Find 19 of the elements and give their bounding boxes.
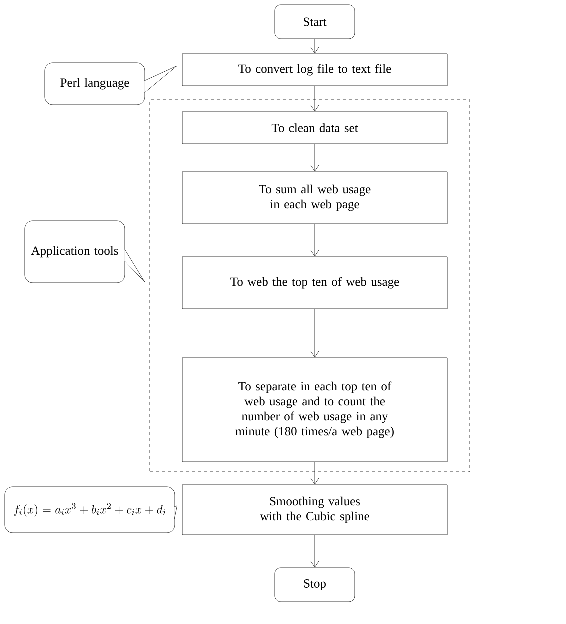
process-box: To convert log file to text file	[182, 54, 448, 86]
callout-tail	[174, 506, 178, 520]
process-box: To web the top ten of web usage	[182, 256, 448, 310]
arrow	[310, 535, 320, 568]
callout-tail	[144, 66, 178, 94]
arrow	[310, 309, 320, 358]
process-box: Smoothing values with the Cubic spline	[182, 484, 448, 536]
process-box: To clean data set	[182, 112, 448, 144]
arrow	[310, 144, 320, 172]
callout-bubble: $f_i(x) = a_i x^3 + b_i x^2 + c_i x + d_i$	[4, 486, 176, 534]
process-box: To sum all web usage in each web page	[182, 172, 448, 224]
callout-tail	[124, 248, 145, 282]
arrow	[310, 224, 320, 257]
arrow	[310, 39, 320, 54]
process-box: To separate in each top ten of web usage and to count the number of web usage in any minute (180 times/a web page)	[182, 358, 448, 462]
arrow	[310, 86, 320, 112]
terminal-box: Start	[274, 4, 356, 40]
arrow	[310, 462, 320, 485]
terminal-box: Stop	[274, 568, 356, 602]
